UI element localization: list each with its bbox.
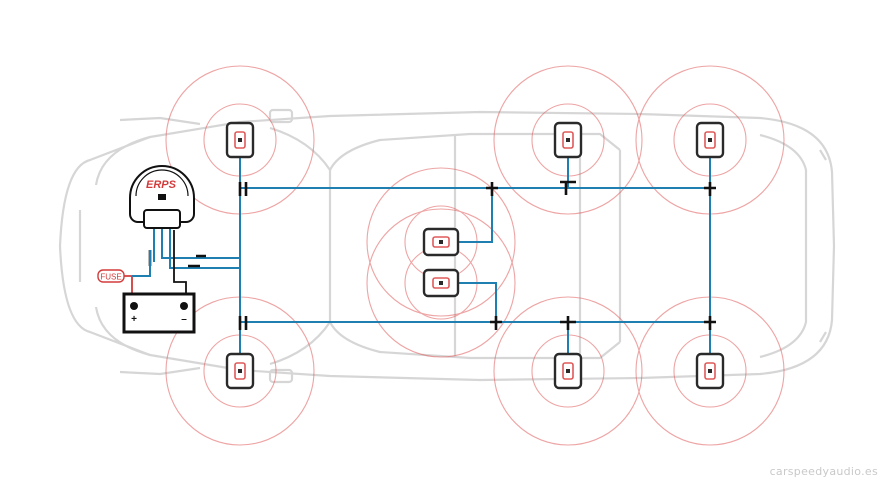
center-bottom-wire <box>452 282 497 322</box>
unit-brand-label: ERPS <box>146 179 177 191</box>
control-unit: ERPS <box>129 165 195 229</box>
signal-rings <box>165 65 785 446</box>
battery-plus: + <box>131 314 137 325</box>
center-top-wire <box>452 188 493 243</box>
sensor-rear-outer-top <box>695 121 725 159</box>
battery: + – <box>122 292 196 334</box>
battery-minus: – <box>181 314 187 325</box>
signal-ring-center-top-1 <box>366 167 516 317</box>
watermark: carspeedyaudio.es <box>769 465 878 478</box>
sensor-center-top <box>422 227 460 257</box>
unit-wire-b <box>169 228 240 269</box>
signal-ring-rear-inner-bottom-1 <box>493 296 643 446</box>
car-outline <box>58 108 836 384</box>
fuse-assembly: FUSE <box>97 230 187 300</box>
unit-wire-a <box>161 228 240 259</box>
sensor-front-right <box>225 352 255 390</box>
sensor-rear-inner-bottom <box>553 352 583 390</box>
sensor-group <box>225 121 725 390</box>
signal-ring-center-bottom-1 <box>366 208 516 358</box>
sensor-rear-inner-top <box>553 121 583 159</box>
signal-ring-rear-inner-top-1 <box>493 65 643 215</box>
fuse-label: FUSE <box>100 273 121 282</box>
sensor-rear-outer-bottom <box>695 352 725 390</box>
junction-markers <box>148 180 716 330</box>
sensor-center-bottom <box>422 268 460 298</box>
sensor-front-left <box>225 121 255 159</box>
